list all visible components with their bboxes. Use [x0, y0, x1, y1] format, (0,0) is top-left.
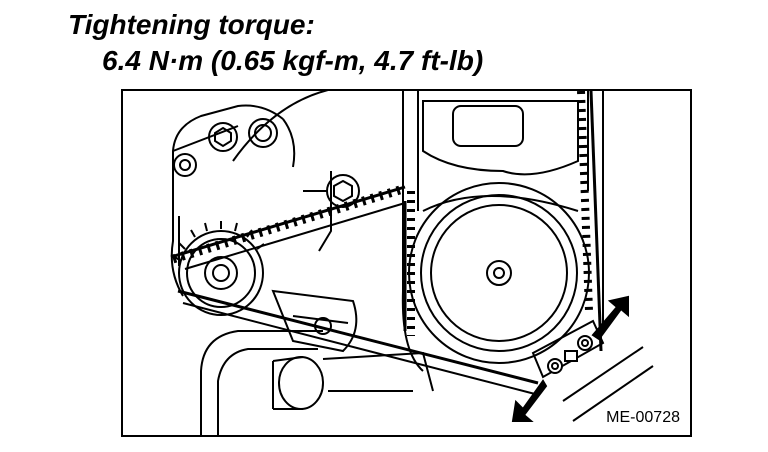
belt-idler-bracket: [271, 289, 358, 353]
lower-pipe: [200, 330, 434, 435]
figure-id: ME-00728: [604, 409, 682, 427]
pointer-arrow-lower: [511, 379, 548, 422]
tensioner-pulley: [174, 221, 265, 316]
torque-spec: 6.4 N·m (0.65 kgf-m, 4.7 ft-lb): [102, 45, 484, 76]
crank-sprocket: [408, 182, 590, 364]
belt-guide: [531, 319, 654, 422]
pointer-arrow-upper: [591, 295, 629, 341]
timing-belt-illustration: [170, 91, 654, 435]
bolt-upper-left: [173, 153, 197, 177]
timing-belt-right: [403, 91, 603, 352]
torque-heading: Tightening torque:: [68, 9, 315, 40]
timing-belt-diagram: ME-00728: [121, 89, 692, 437]
bolt-upper-center: [248, 118, 278, 148]
bolt-upper-mid: [208, 122, 238, 152]
